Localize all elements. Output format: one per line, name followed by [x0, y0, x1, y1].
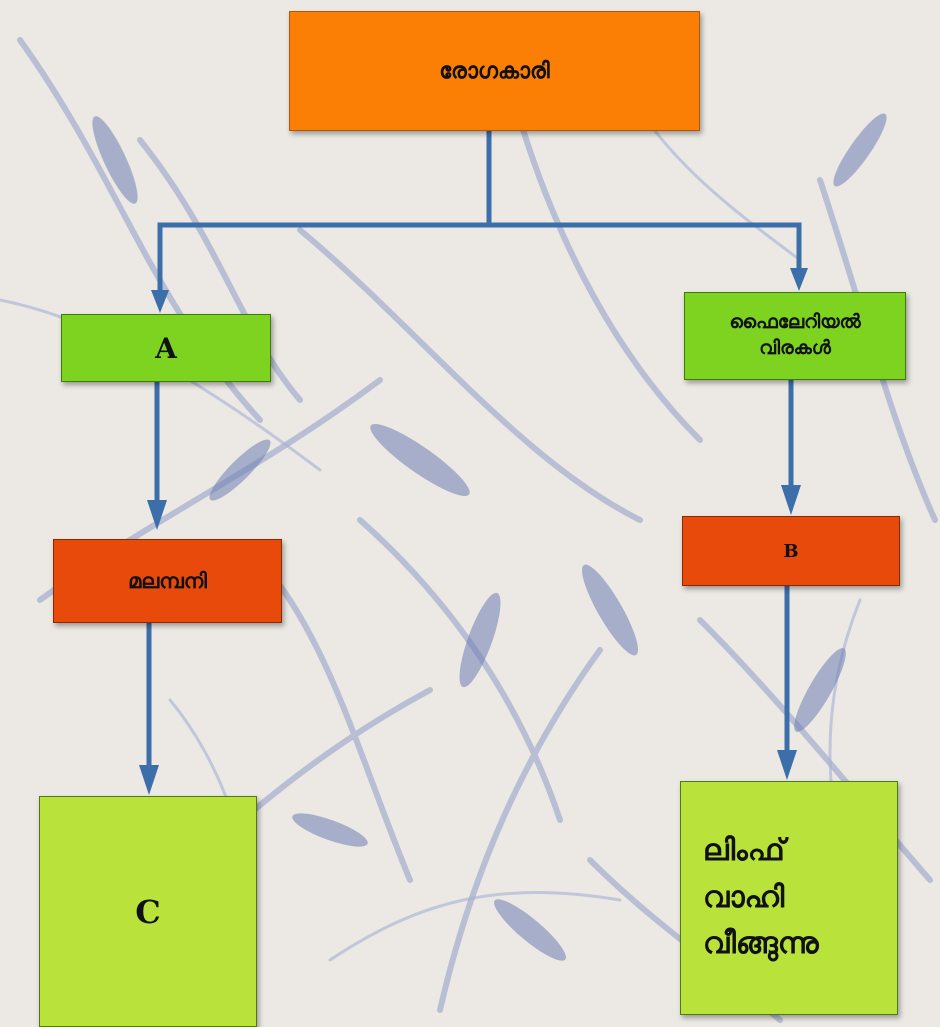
arrowhead-to-a	[151, 290, 169, 313]
arrowhead-a-to-malampani	[147, 500, 167, 530]
arrowhead-malampani-to-c	[139, 765, 159, 795]
malaria-label: മലമ്പനി	[128, 568, 207, 593]
pathogen-root-label: രോഗകാരി	[439, 58, 550, 84]
box-c-label: C	[135, 892, 161, 931]
arrowhead-b-to-lymph	[777, 750, 797, 780]
arrowhead-filarial-to-b	[781, 485, 801, 515]
box-a: A	[61, 314, 271, 382]
box-b-label: B	[783, 540, 799, 562]
lymph-swelling-box: ലിംഫ് വാഹി വീങ്ങുന്നു	[680, 781, 898, 1015]
box-b: B	[682, 516, 900, 586]
filarial-worms-box: ഫൈലേറിയൽ വിരകൾ	[684, 292, 906, 380]
lymph-swelling-label: ലിംഫ് വാഹി വീങ്ങുന്നു	[703, 833, 819, 962]
box-a-label: A	[155, 331, 177, 365]
pathogen-root-box: രോഗകാരി	[289, 11, 700, 131]
filarial-worms-label: ഫൈലേറിയൽ വിരകൾ	[729, 311, 861, 359]
malaria-box: മലമ്പനി	[53, 539, 282, 623]
arrowhead-to-filarial	[790, 268, 808, 291]
box-c: C	[39, 796, 257, 1027]
